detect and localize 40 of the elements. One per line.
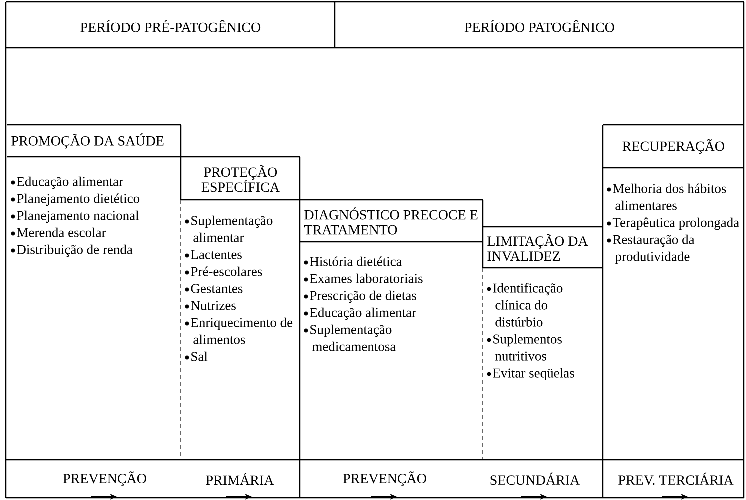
stage-column <box>11 134 164 258</box>
column-heading: PROMOÇÃO DA SAÚDE <box>12 134 164 149</box>
list-item: Suplementos nutritivos <box>494 334 562 361</box>
list-item: Exames laboratoriais <box>310 274 423 284</box>
stage-column <box>487 234 588 381</box>
list-item: Merenda escolar <box>17 228 106 238</box>
prevention-label: PREVENÇÃO <box>63 472 146 486</box>
list-item: Sal <box>192 352 208 362</box>
prevention-label: PREVENÇÃO <box>343 472 426 486</box>
list-item: Prescrição de dietas <box>310 290 416 304</box>
list-item: Melhoria dos hábitos alimentares <box>613 184 726 210</box>
list-item: Suplementação medicamentosa <box>310 324 396 352</box>
list-item: Pré-escolares <box>191 266 262 276</box>
column-heading: PROTEÇÃO ESPECÍFICA <box>202 165 280 192</box>
list-item: Distribuição de renda <box>17 244 133 258</box>
column-heading: LIMITAÇÃO DA INVALIDEZ <box>488 234 588 262</box>
period-heading: PERÍODO PATOGÊNICO <box>464 20 614 32</box>
list-item: Nutrizes <box>191 301 236 310</box>
list-item: Gestantes <box>191 284 243 294</box>
list-item: Restauração da produtividade <box>613 234 695 264</box>
column-heading: RECUPERAÇÃO <box>622 139 724 154</box>
list-item: Suplementação alimentar <box>192 216 273 242</box>
stage-column <box>304 208 478 352</box>
list-item: Lactentes <box>191 250 242 260</box>
list-item: Educação alimentar <box>310 308 416 320</box>
prevention-label: PREV. TERCIÁRIA <box>618 472 734 486</box>
list-item: Planejamento nacional <box>17 210 140 224</box>
list-item: Enriquecimento de alimentos <box>191 318 293 344</box>
prevention-label: SECUNDÁRIA <box>490 472 580 486</box>
stage-column <box>607 139 740 264</box>
list-item: Terapêutica prolongada <box>612 218 740 230</box>
prevention-label: PRIMÁRIA <box>206 472 274 485</box>
list-item: Evitar seqüelas <box>493 368 574 381</box>
list-item: Planejamento dietético <box>17 194 140 206</box>
column-heading: DIAGNÓSTICO PRECOCE E TRATAMENTO <box>304 208 478 235</box>
stage-column <box>185 165 293 362</box>
list-item: Identificação clínica do distúrbio <box>493 283 563 327</box>
list-item: História dietética <box>310 256 402 266</box>
period-heading: PERÍODO PRÉ-PATOGÊNICO <box>80 20 261 32</box>
list-item: Educação alimentar <box>17 176 124 190</box>
